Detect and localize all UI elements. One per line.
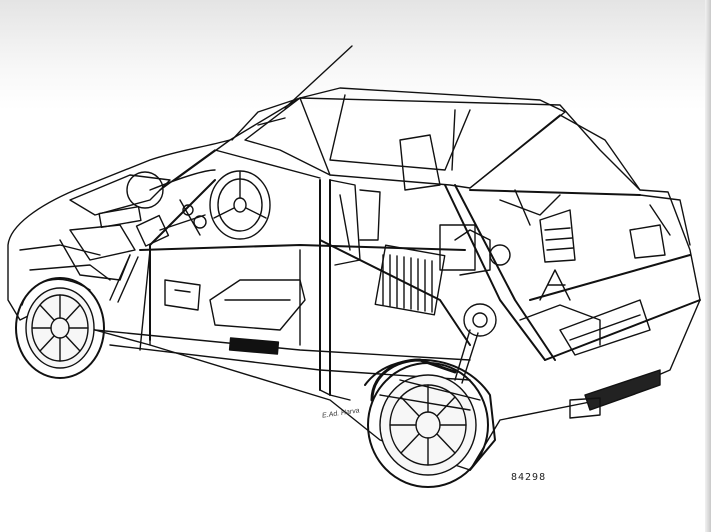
roll-cage [139, 179, 701, 396]
steering-wheel [209, 170, 271, 240]
rear-seat [359, 134, 441, 241]
front-seat [209, 179, 361, 331]
roof [299, 87, 566, 189]
right-edge-shadow [705, 0, 711, 532]
engine [374, 189, 576, 337]
rear-wheel [364, 358, 496, 488]
top-shading [0, 0, 711, 110]
antenna [284, 45, 353, 109]
front-wheel [15, 277, 105, 379]
figure-number: 84298 [511, 472, 547, 483]
